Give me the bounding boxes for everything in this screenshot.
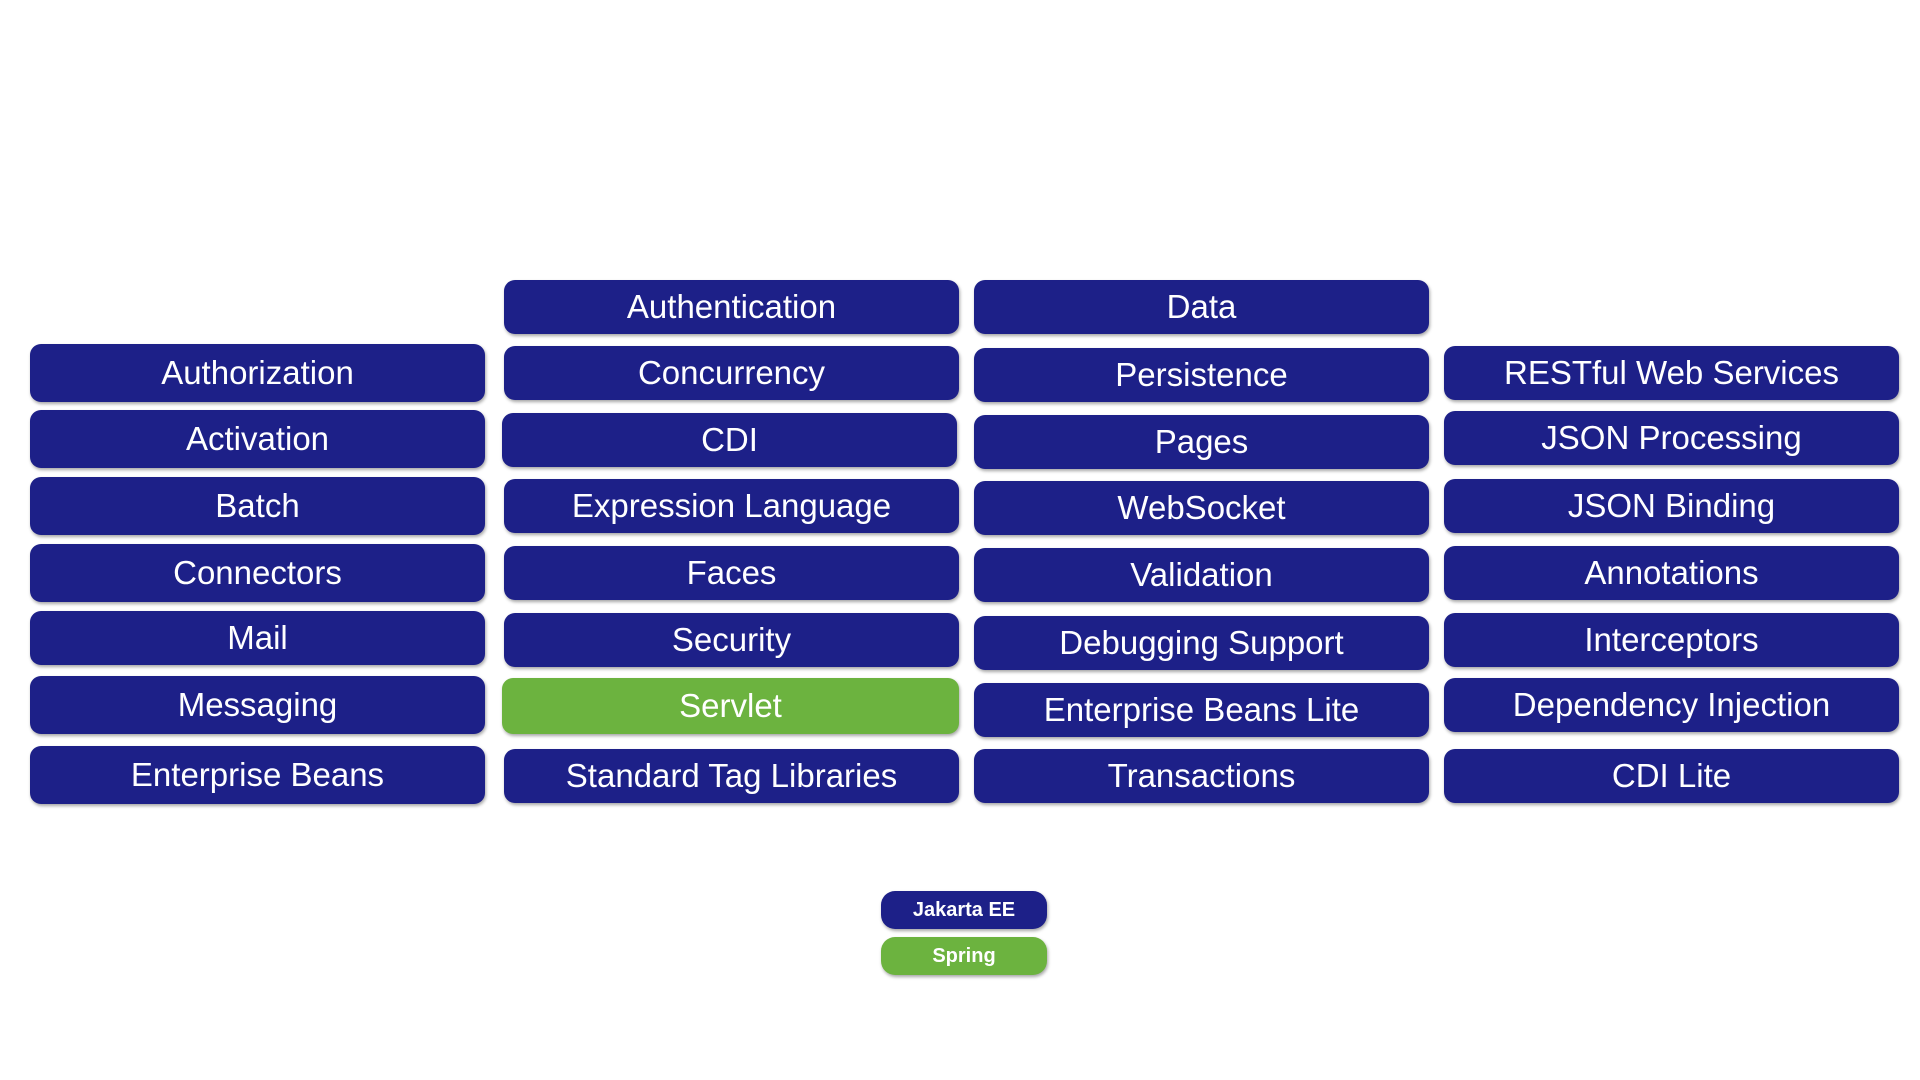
spec-concurrency: Concurrency: [504, 346, 959, 400]
spec-json-binding: JSON Binding: [1444, 479, 1899, 533]
spec-debugging-support: Debugging Support: [974, 616, 1429, 670]
spec-cdi-lite: CDI Lite: [1444, 749, 1899, 803]
spec-validation: Validation: [974, 548, 1429, 602]
spec-interceptors: Interceptors: [1444, 613, 1899, 667]
spec-websocket: WebSocket: [974, 481, 1429, 535]
spec-data: Data: [974, 280, 1429, 334]
spec-activation: Activation: [30, 410, 485, 468]
spec-persistence: Persistence: [974, 348, 1429, 402]
spec-cdi: CDI: [502, 413, 957, 467]
spec-authorization: Authorization: [30, 344, 485, 402]
spec-dependency-injection: Dependency Injection: [1444, 678, 1899, 732]
spec-standard-tag-libraries: Standard Tag Libraries: [504, 749, 959, 803]
spec-annotations: Annotations: [1444, 546, 1899, 600]
spec-transactions: Transactions: [974, 749, 1429, 803]
spec-authentication: Authentication: [504, 280, 959, 334]
spec-expression-language: Expression Language: [504, 479, 959, 533]
spec-enterprise-beans-lite: Enterprise Beans Lite: [974, 683, 1429, 737]
spec-mail: Mail: [30, 611, 485, 665]
spec-pages: Pages: [974, 415, 1429, 469]
spec-enterprise-beans: Enterprise Beans: [30, 746, 485, 804]
spec-messaging: Messaging: [30, 676, 485, 734]
spec-security: Security: [504, 613, 959, 667]
spec-batch: Batch: [30, 477, 485, 535]
spec-json-processing: JSON Processing: [1444, 411, 1899, 465]
spec-faces: Faces: [504, 546, 959, 600]
spec-servlet: Servlet: [502, 678, 959, 734]
legend-spring: Spring: [881, 937, 1047, 975]
legend-jakarta-ee: Jakarta EE: [881, 891, 1047, 929]
spec-restful-web-services: RESTful Web Services: [1444, 346, 1899, 400]
spec-connectors: Connectors: [30, 544, 485, 602]
